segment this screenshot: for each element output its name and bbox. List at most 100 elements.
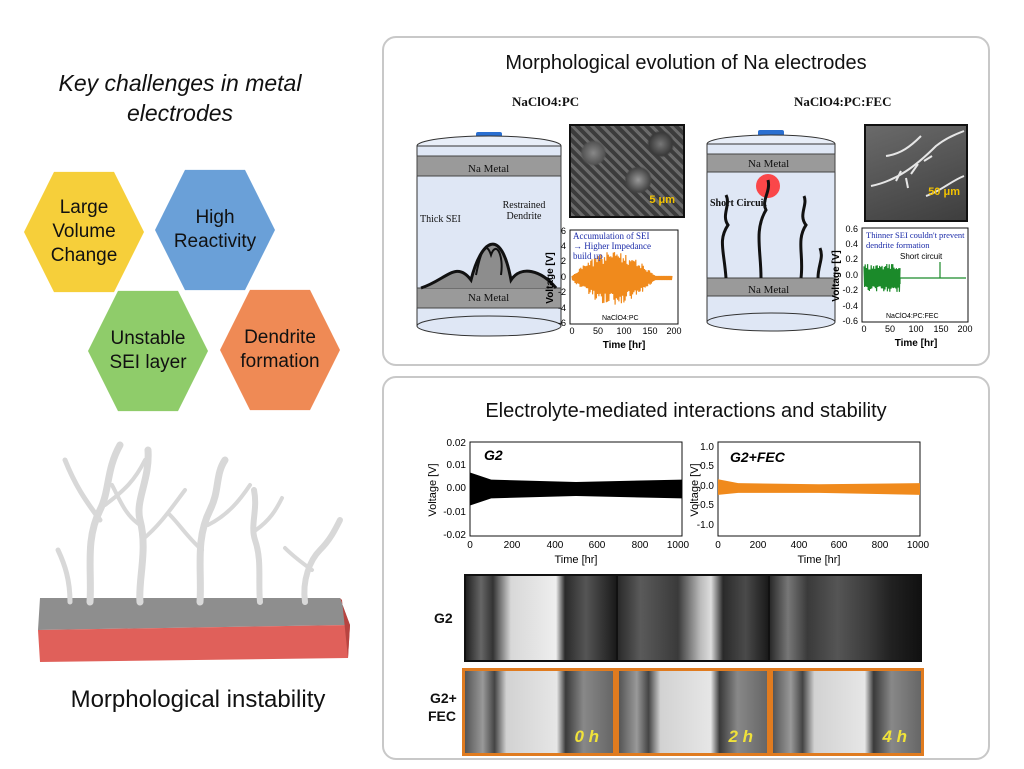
y-tick: 0.6	[845, 224, 858, 234]
y-tick: 0.5	[700, 461, 714, 472]
x-tick: 0	[467, 540, 473, 551]
hex-label: Unstable SEI layer	[103, 327, 193, 375]
x-tick: 1000	[667, 540, 690, 551]
thick-sei-label: Thick SEI	[420, 214, 461, 225]
x-tick: 150	[933, 324, 948, 334]
x-tick: 200	[750, 540, 767, 551]
y-tick: 0.2	[845, 254, 858, 264]
y-axis-label: Voltage [V]	[689, 463, 701, 516]
y-tick: 2	[561, 256, 566, 266]
hour-label: 2 h	[728, 727, 753, 747]
y-tick: -0.4	[842, 301, 858, 311]
micrograph-g2fec-2h: 2 h	[616, 668, 770, 756]
x-tick: 150	[642, 326, 657, 336]
x-tick: 200	[504, 540, 521, 551]
y-axis-label: Voltage [V]	[545, 252, 556, 303]
y-tick: 0.00	[447, 483, 467, 494]
y-axis-label: Voltage [V]	[831, 250, 842, 301]
y-tick: -2	[558, 287, 566, 297]
y-ticks: 0.02 0.01 0.00 -0.01 -0.02	[443, 438, 466, 541]
short-circuit-chart-label: Short circuit	[900, 252, 943, 261]
chart-inner-label: NaClO4:PC:FEC	[886, 313, 939, 320]
scale-bar-2: 50 μm	[928, 186, 960, 198]
y-tick: -4	[558, 303, 566, 313]
x-tick: 50	[885, 324, 895, 334]
electrolyte-label-1: NaClO4:PC	[512, 94, 579, 110]
x-ticks: 0 50 100 150 200	[569, 326, 681, 336]
sem-image-1: 5 μm	[569, 124, 685, 218]
g2-voltage-chart: 0.02 0.01 0.00 -0.01 -0.02 0 200 400 600…	[422, 436, 692, 570]
y-tick: 4	[561, 241, 566, 251]
x-ticks: 0 50 100 150 200	[861, 324, 972, 334]
hex-label: High Reactivity	[170, 206, 260, 254]
x-axis-label: Time [hr]	[895, 338, 938, 349]
y-tick: 0.02	[447, 438, 467, 449]
y-tick: 0.0	[700, 481, 714, 492]
x-tick: 100	[908, 324, 923, 334]
x-tick: 50	[593, 326, 603, 336]
y-tick: 0.4	[845, 239, 858, 249]
dendrite-illustration	[30, 430, 370, 670]
scale-bar-1: 5 μm	[649, 194, 675, 206]
short-circuit-label: Short Circuit	[710, 198, 767, 209]
sem-image-2: 50 μm	[864, 124, 968, 222]
x-axis-label: Time [hr]	[555, 554, 598, 566]
y-tick: 0.0	[845, 270, 858, 280]
x-tick: 200	[666, 326, 681, 336]
morph-label: Morphological instability	[28, 686, 368, 714]
row-label-g2-fec-b: FEC	[428, 708, 456, 724]
y-axis-label: Voltage [V]	[427, 463, 439, 516]
y-ticks: 6 4 2 0 -2 -4 -6	[558, 226, 566, 328]
x-tick: 400	[547, 540, 564, 551]
g2-chart-label: G2	[484, 447, 503, 463]
x-ticks: 0 200 400 600 800 1000	[715, 540, 929, 551]
x-tick: 0	[715, 540, 721, 551]
hour-label: 0 h	[574, 727, 599, 747]
y-tick: -0.02	[443, 530, 466, 541]
x-tick: 600	[589, 540, 606, 551]
g2-fec-voltage-chart: 1.0 0.5 0.0 -0.5 -1.0 0 200 400 600 800 …	[688, 436, 950, 570]
y-tick: -6	[558, 318, 566, 328]
x-tick: 1000	[907, 540, 930, 551]
top-panel-title: Morphological evolution of Na electrodes	[384, 52, 988, 75]
micrograph-g2fec-4h: 4 h	[770, 668, 924, 756]
y-tick: 6	[561, 226, 566, 236]
chart-inner-label: NaClO4:PC	[602, 315, 639, 322]
micrograph-g2fec-0h: 0 h	[462, 668, 616, 756]
x-tick: 0	[569, 326, 574, 336]
y-ticks: 0.6 0.4 0.2 0.0 -0.2 -0.4 -0.6	[842, 224, 858, 326]
hex-unstable-sei: Unstable SEI layer	[88, 287, 208, 415]
y-tick: 1.0	[700, 442, 714, 453]
y-tick: -0.6	[842, 316, 858, 326]
left-title: Key challenges in metal electrodes	[20, 68, 340, 128]
top-panel: Morphological evolution of Na electrodes…	[382, 36, 990, 366]
row-label-g2: G2	[434, 610, 453, 626]
hex-high-reactivity: High Reactivity	[155, 166, 275, 294]
electrolyte-label-2: NaClO4:PC:FEC	[794, 94, 892, 110]
y-tick: 0	[561, 272, 566, 282]
top-metal-label-1: Na Metal	[468, 163, 509, 175]
x-tick: 200	[957, 324, 972, 334]
chart-1-annotation: Accumulation of SEI → Higher Impedance b…	[573, 231, 655, 261]
hex-dendrite-formation: Dendrite formation	[220, 286, 340, 414]
hour-label: 4 h	[882, 727, 907, 747]
bottom-metal-label-1: Na Metal	[468, 292, 509, 304]
hex-label: Large Volume Change	[39, 196, 129, 268]
bottom-panel-title: Electrolyte-mediated interactions and st…	[384, 400, 988, 423]
y-tick: 0.01	[447, 460, 467, 471]
micrograph-g2-4h	[768, 574, 922, 662]
chart-2-annotation: Thinner SEI couldn't prevent dendrite fo…	[866, 230, 970, 250]
x-axis-label: Time [hr]	[603, 340, 646, 351]
micrograph-g2-0h	[464, 574, 618, 662]
restrained-dendrite-label: Restrained Dendrite	[500, 200, 548, 222]
y-tick: -0.2	[842, 285, 858, 295]
hex-large-volume-change: Large Volume Change	[24, 168, 144, 296]
x-tick: 100	[616, 326, 631, 336]
row-label-g2-fec-a: G2+	[430, 690, 457, 706]
x-tick: 600	[831, 540, 848, 551]
bottom-panel: Electrolyte-mediated interactions and st…	[382, 376, 990, 760]
x-tick: 0	[861, 324, 866, 334]
hex-label: Dendrite formation	[235, 326, 325, 374]
g2-fec-chart-label: G2+FEC	[730, 449, 786, 465]
x-ticks: 0 200 400 600 800 1000	[467, 540, 689, 551]
